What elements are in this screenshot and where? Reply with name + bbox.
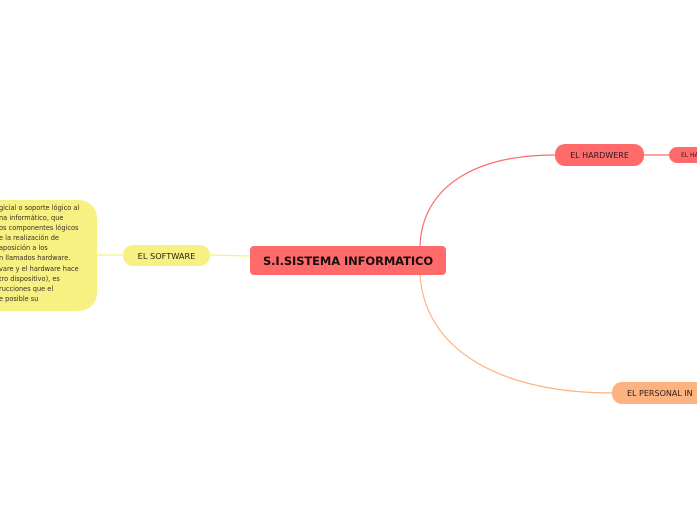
software-node[interactable]: EL SOFTWARE [123, 245, 210, 266]
link-central-personal [419, 274, 613, 394]
software-label: EL SOFTWARE [137, 250, 196, 261]
link-central-software [209, 254, 251, 257]
desc-line: n llamados hardware. [0, 254, 71, 263]
hardware-subtopic-node[interactable]: EL HA [669, 147, 697, 163]
desc-line: e posible su [0, 294, 39, 303]
central-topic-node[interactable]: S.I.SISTEMA INFORMATICO [250, 246, 446, 275]
hardware-node[interactable]: EL HARDWERE [555, 144, 644, 166]
desc-line: tro dispositivo), es [0, 274, 60, 283]
hardware-label: EL HARDWERE [570, 150, 629, 160]
personal-label: EL PERSONAL IN [627, 388, 693, 398]
desc-line: os componentes lógicos [0, 224, 79, 233]
desc-line: na informático, que [0, 214, 64, 223]
software-description-node[interactable]: gicial o soporte lógico al na informátic… [0, 200, 97, 311]
desc-line: gicial o soporte lógico al [0, 204, 80, 212]
desc-line: aposición a los [0, 244, 48, 253]
desc-line: rucciones que el [0, 284, 54, 293]
desc-line: e la realización de [0, 234, 59, 243]
personal-node[interactable]: EL PERSONAL IN [612, 382, 697, 404]
link-central-hardware [419, 154, 556, 247]
hardware-subtopic-label: EL HA [681, 151, 697, 159]
desc-line: vare y el hardware hace [0, 264, 79, 273]
central-topic-label: S.I.SISTEMA INFORMATICO [262, 253, 434, 268]
